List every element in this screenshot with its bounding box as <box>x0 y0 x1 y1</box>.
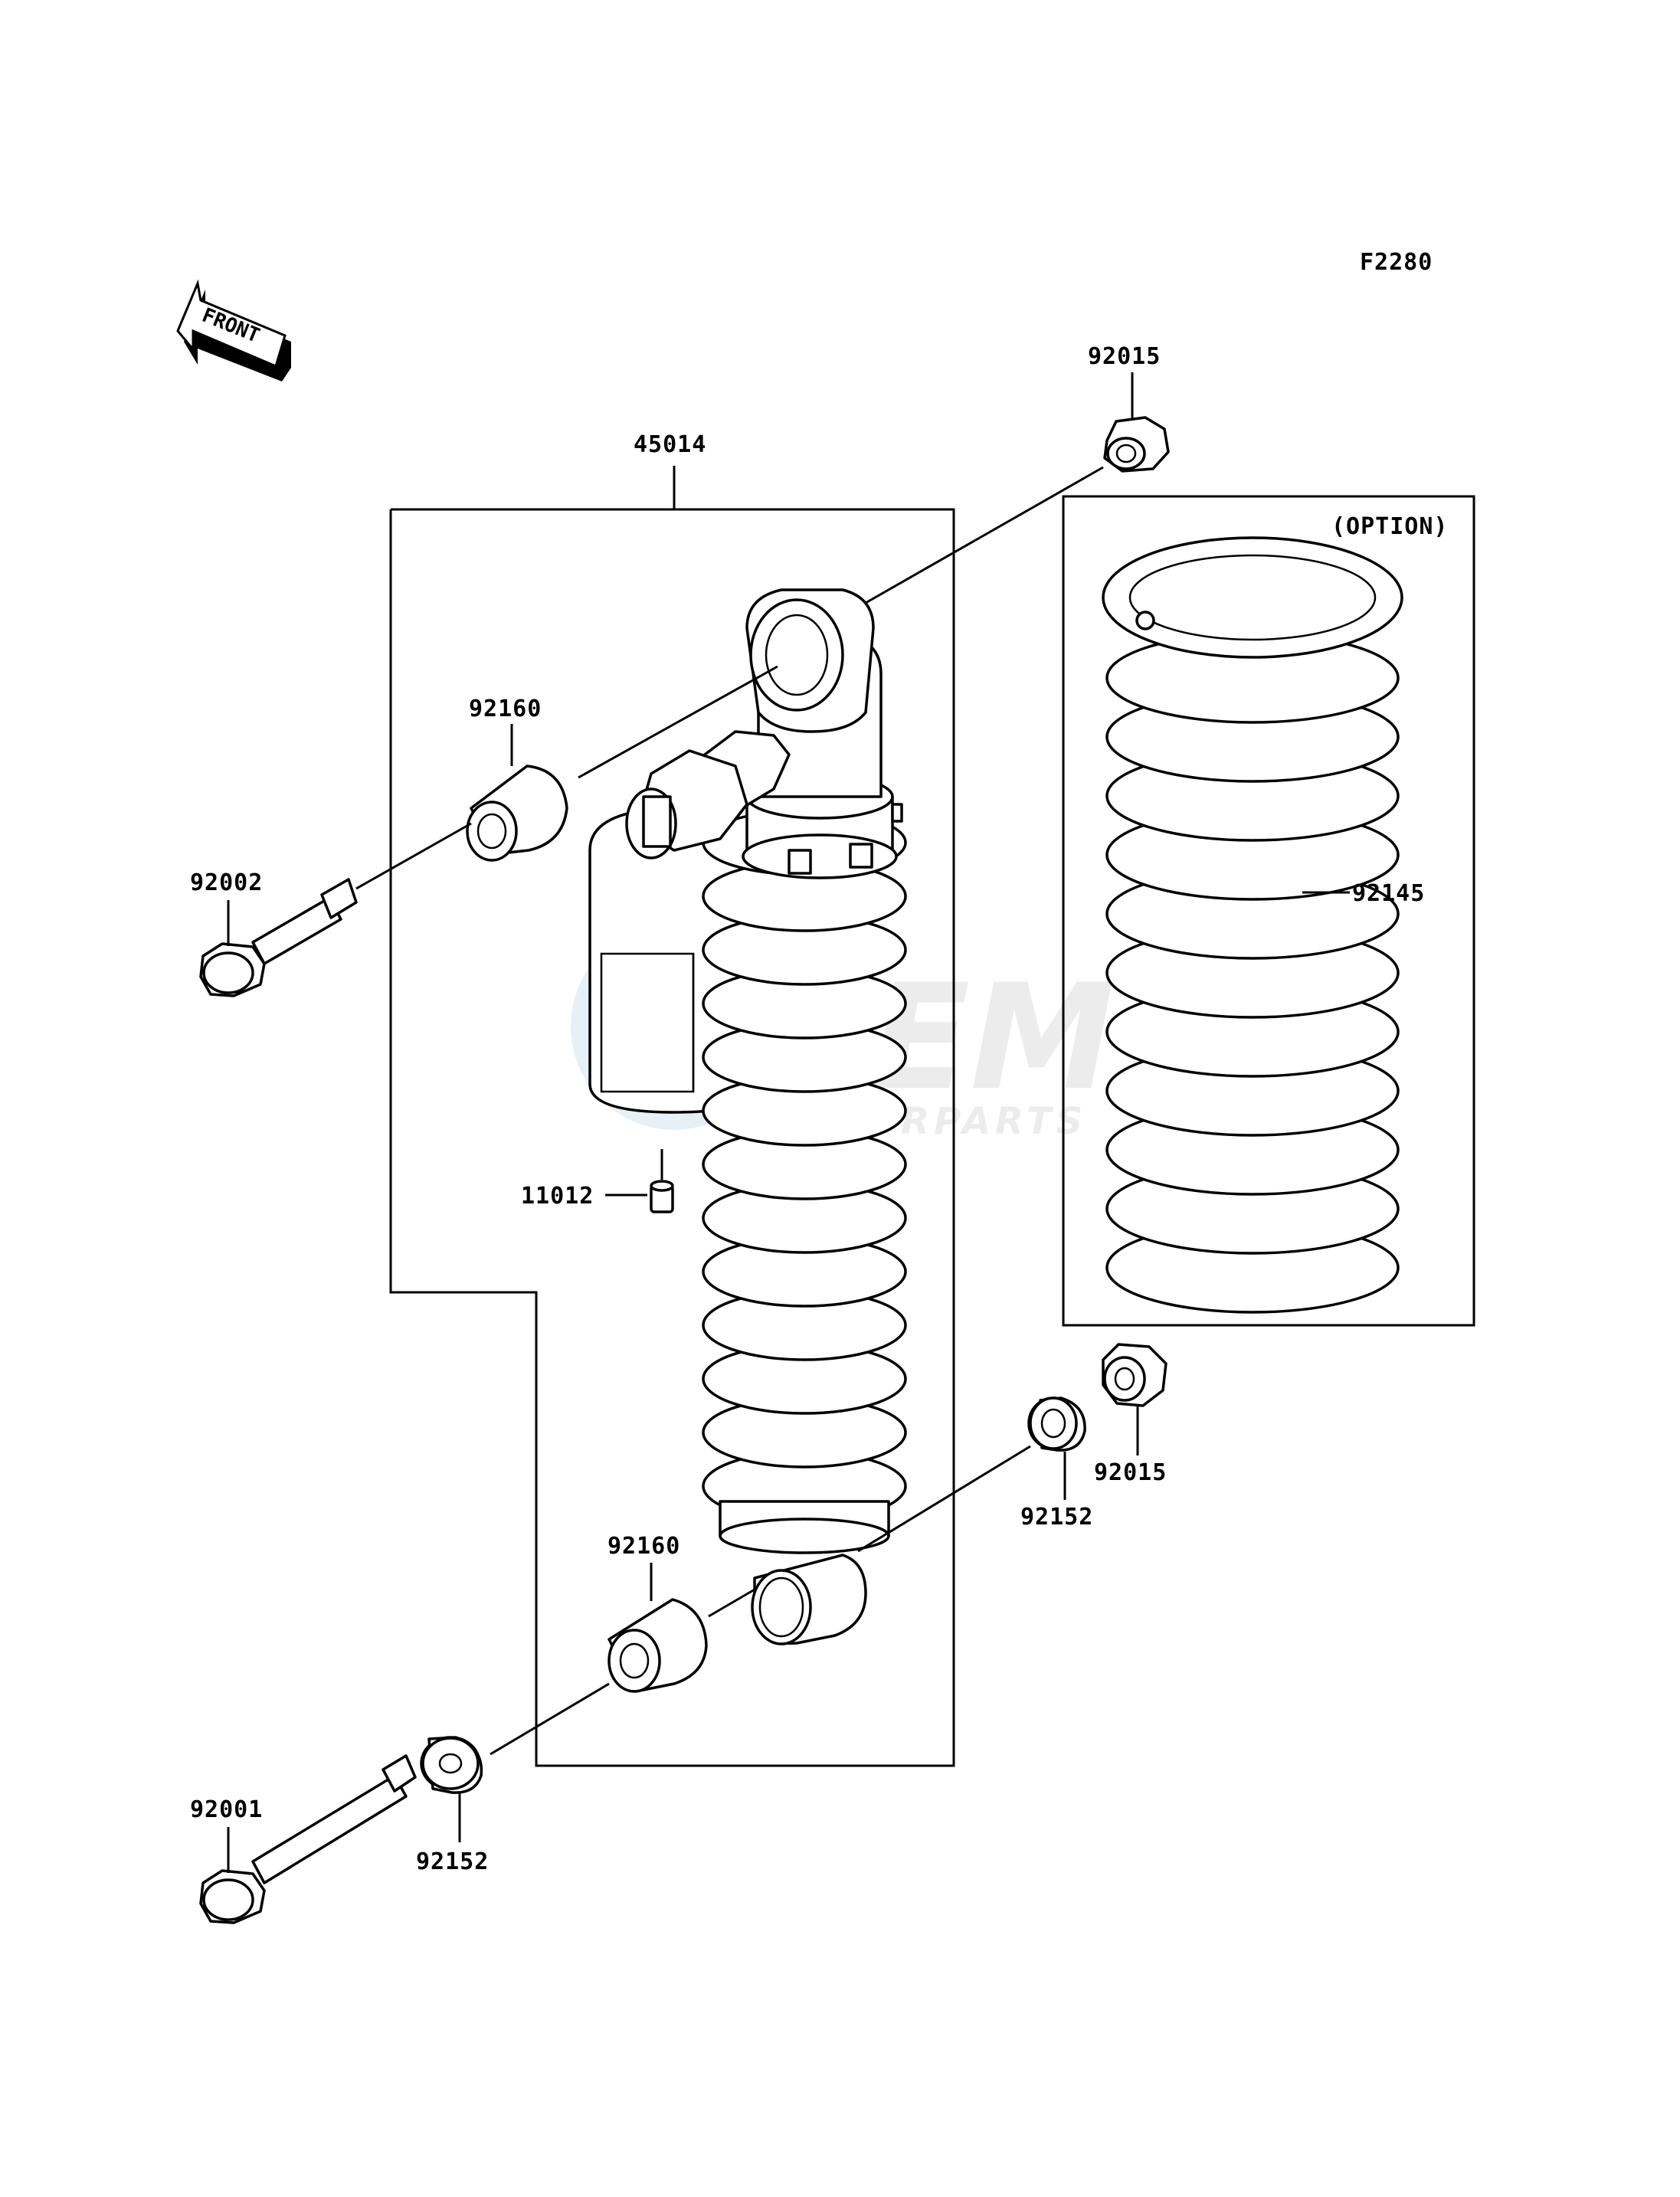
option-spring <box>1102 536 1403 1314</box>
assembly-bracket <box>389 466 955 1767</box>
bolt-top <box>199 878 358 997</box>
bolt-bottom <box>199 1754 417 1924</box>
label-92001: 92001 <box>190 1796 263 1823</box>
label-92015-bottom: 92015 <box>1094 1459 1167 1486</box>
collar-bottom <box>607 1598 708 1693</box>
flange-nut-bottom <box>1102 1343 1167 1407</box>
air-valve <box>650 1180 674 1213</box>
shock-lower-eye <box>751 1554 867 1645</box>
washer-right <box>1027 1396 1086 1452</box>
washer-left <box>420 1736 483 1794</box>
label-11012: 11012 <box>521 1183 594 1210</box>
label-92015-top: 92015 <box>1088 343 1161 370</box>
figure-code: F2280 <box>1360 249 1433 276</box>
label-92145: 92145 <box>1352 880 1425 907</box>
label-92152-right: 92152 <box>1020 1504 1093 1531</box>
label-92002: 92002 <box>190 869 263 896</box>
option-label: (OPTION) <box>1331 513 1449 540</box>
shock-body <box>625 588 903 879</box>
label-45014: 45014 <box>634 431 706 458</box>
front-arrow-icon: FRONT <box>176 279 291 381</box>
collar-top <box>466 765 568 862</box>
option-box <box>1062 495 1475 1327</box>
label-92160-bottom: 92160 <box>607 1533 680 1560</box>
label-92160-top: 92160 <box>469 696 542 722</box>
label-92152-left: 92152 <box>416 1848 489 1875</box>
flange-nut-top <box>1103 416 1170 473</box>
shock-spring <box>702 809 907 1554</box>
